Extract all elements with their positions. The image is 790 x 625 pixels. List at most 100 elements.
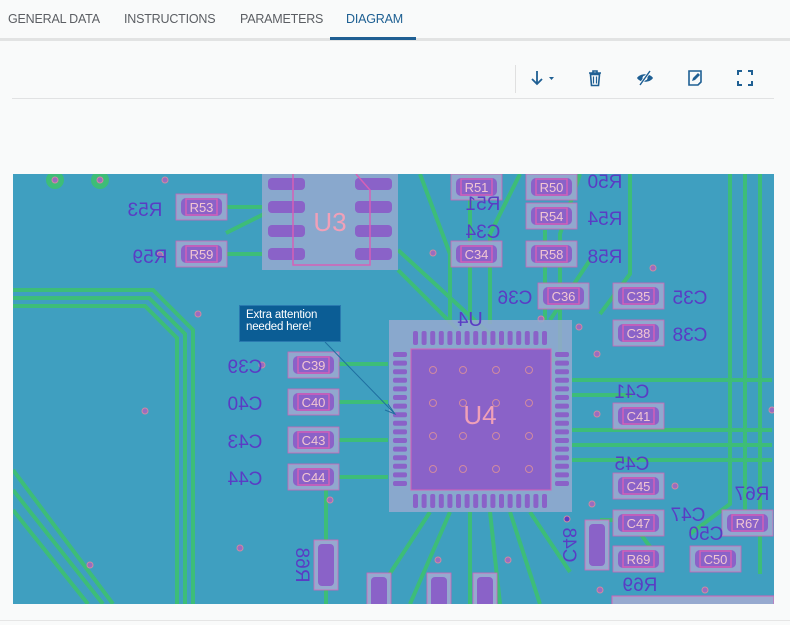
silk-label: R50 — [588, 174, 623, 193]
download-button[interactable] — [526, 67, 560, 89]
edit-button[interactable] — [682, 67, 708, 89]
edit-note-icon — [688, 70, 702, 86]
silk-label: C36 — [498, 288, 533, 309]
silk-label: C45 — [615, 454, 650, 475]
component-partial — [366, 572, 392, 604]
component-c43[interactable]: C43 C43 — [228, 426, 340, 454]
component-label: C45 — [627, 479, 651, 494]
chip-label: U4 — [463, 400, 496, 430]
silk-label: R54 — [587, 209, 622, 230]
silk-label: C34 — [465, 222, 500, 243]
component-r59[interactable]: R59 R59 — [133, 240, 228, 268]
tab-diagram[interactable]: DIAGRAM — [346, 12, 403, 26]
trash-icon — [589, 70, 601, 87]
component-c40[interactable]: C40 C40 — [228, 388, 340, 416]
component-partial — [426, 572, 452, 604]
footer-divider — [0, 620, 790, 621]
diagram-toolbar — [12, 62, 774, 99]
silk-label: C50 — [689, 524, 724, 545]
delete-button[interactable] — [582, 67, 608, 89]
chip-label: U3 — [313, 207, 346, 237]
component-r53[interactable]: R53 R53 — [128, 193, 228, 221]
component-c35[interactable]: C35 C35 — [612, 282, 708, 310]
silk-label: C39 — [228, 357, 263, 378]
arrow-down-icon — [531, 71, 554, 86]
tab-instructions[interactable]: INSTRUCTIONS — [124, 12, 216, 26]
silk-label: R53 — [128, 200, 163, 221]
component-label: R54 — [540, 209, 564, 224]
silk-label: C47 — [671, 505, 706, 526]
silk-label: C38 — [673, 325, 708, 346]
tab-general-data[interactable]: GENERAL DATA — [8, 12, 100, 26]
component-label: C38 — [627, 326, 651, 341]
component-r58[interactable]: R58 R58 — [525, 240, 623, 268]
silk-label: C48 — [558, 528, 579, 563]
component-label: C36 — [552, 289, 576, 304]
component-label: C35 — [627, 289, 651, 304]
component-c38[interactable]: C38 C38 — [612, 319, 708, 347]
component-label: C47 — [627, 516, 651, 531]
callout-arrowhead — [384, 403, 397, 416]
component-r54[interactable]: R54 R54 — [525, 202, 622, 230]
silk-label: C44 — [227, 469, 262, 490]
component-label: C34 — [465, 247, 489, 262]
fullscreen-icon — [737, 70, 753, 86]
silk-label: R67 — [735, 484, 770, 505]
component-partial — [472, 572, 498, 604]
component-c48[interactable]: C48 — [558, 519, 610, 571]
component-r50[interactable]: R50 R50 — [525, 174, 623, 201]
component-partial — [611, 595, 774, 604]
silk-label: C40 — [228, 394, 263, 415]
callout-leader-line — [324, 341, 396, 415]
component-label: R51 — [465, 180, 489, 195]
vias — [51, 176, 774, 594]
component-label: C40 — [302, 395, 326, 410]
silk-label: R59 — [133, 247, 168, 268]
annotation-callout[interactable]: Extra attention needed here! — [239, 305, 341, 342]
silk-label: R51 — [466, 194, 501, 215]
silk-label: C35 — [673, 288, 708, 309]
active-tab-indicator — [330, 37, 416, 40]
component-label: R69 — [627, 552, 651, 567]
tab-parameters[interactable]: PARAMETERS — [240, 12, 324, 26]
silk-label: C43 — [228, 432, 263, 453]
component-label: R58 — [540, 247, 564, 262]
chip-u3[interactable]: U3 — [262, 174, 398, 270]
eye-slash-icon — [637, 70, 653, 86]
component-c39[interactable]: C39 C39 — [228, 351, 340, 379]
tab-bar: GENERAL DATA INSTRUCTIONS PARAMETERS DIA… — [0, 0, 790, 41]
silk-label: R58 — [588, 247, 623, 268]
component-label: C43 — [302, 433, 326, 448]
hide-button[interactable] — [632, 67, 658, 89]
silk-label: R68 — [291, 548, 312, 583]
component-r68[interactable]: R68 — [291, 539, 339, 591]
silk-label: C41 — [615, 382, 650, 403]
component-label: C50 — [704, 552, 728, 567]
silk-label: U4 — [457, 309, 483, 331]
component-label: R67 — [736, 516, 760, 531]
component-c44[interactable]: C44 C44 — [227, 463, 340, 491]
component-label: R50 — [540, 180, 564, 195]
component-c36[interactable]: C36 C36 — [498, 282, 590, 310]
silk-label: R69 — [623, 575, 658, 596]
component-label: R59 — [190, 247, 214, 262]
component-label: C39 — [302, 358, 326, 373]
component-label: C41 — [627, 409, 651, 424]
component-label: C44 — [302, 470, 326, 485]
toolbar-divider — [515, 65, 516, 93]
fullscreen-button[interactable] — [732, 67, 758, 89]
component-label: R53 — [190, 200, 214, 215]
